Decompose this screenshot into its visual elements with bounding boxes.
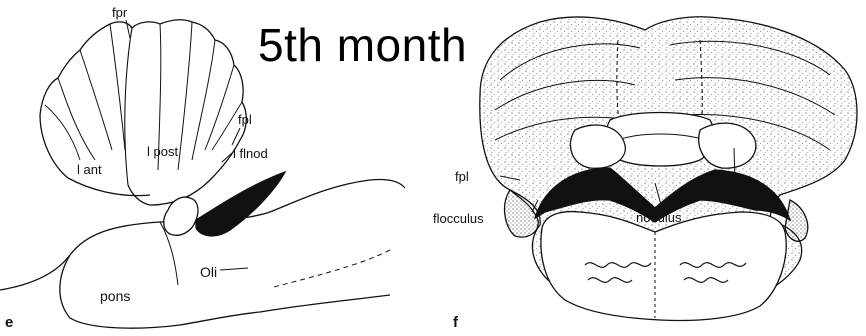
label-flocculus: flocculus: [433, 211, 484, 226]
label-tonsil: tonsil: [710, 184, 740, 199]
label-lobus-flocculonodularis: l flnod: [233, 146, 268, 161]
lobus-posterior: [128, 20, 246, 205]
label-nodulus: nodulus: [636, 210, 682, 225]
tonsil-right: [699, 123, 756, 168]
label-pons: pons: [100, 288, 130, 304]
flocculus-right: [785, 200, 808, 241]
label-vq: vq: [230, 206, 244, 221]
label-fpl-f: fpl: [455, 169, 469, 184]
figure-title: 5th month: [258, 18, 467, 72]
panel-e-labels: fpr l ant l post fpl l flnod vq Oli pons…: [5, 5, 268, 331]
panel-f-drawing: [480, 17, 857, 321]
label-lobus-posterior: l post: [147, 144, 178, 159]
label-fpl-e: fpl: [238, 112, 252, 127]
panel-letter-e: e: [5, 314, 13, 331]
fourth-ventricle: [196, 172, 285, 236]
panel-letter-f: f: [453, 314, 459, 331]
label-oli: Oli: [200, 264, 217, 280]
label-fpr: fpr: [112, 5, 128, 20]
label-lobus-anterior: l ant: [77, 162, 102, 177]
tonsil-left: [570, 125, 625, 168]
